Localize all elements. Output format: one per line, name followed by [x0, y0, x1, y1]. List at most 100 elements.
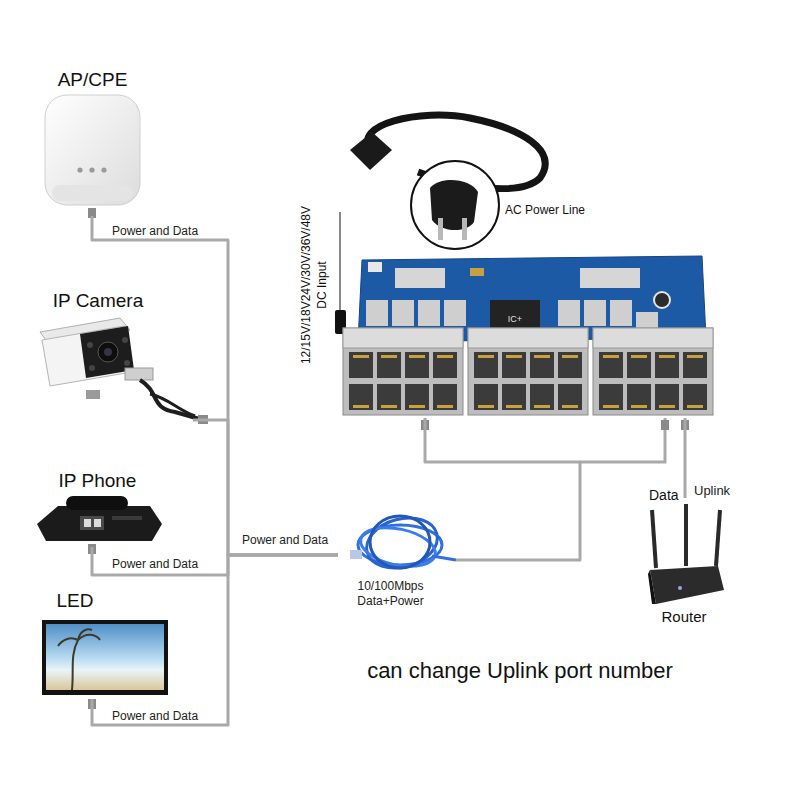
switch-board	[470, 268, 484, 276]
ap-device	[45, 95, 140, 205]
ip-phone	[37, 506, 162, 541]
node-label: AP/CPE	[40, 68, 145, 92]
wire-label: Power and Data	[242, 532, 342, 548]
ac-power-cord	[350, 115, 545, 249]
ip-camera	[104, 348, 112, 356]
wire-label: Data	[649, 486, 689, 505]
switch-board	[368, 262, 382, 272]
edge-label: Power and Data	[112, 557, 198, 571]
cable-connector	[92, 547, 338, 575]
node-label: IP Camera	[28, 289, 168, 313]
switch-board	[343, 328, 463, 415]
uplink-branch-wire	[681, 420, 689, 430]
uplink-branch-wire	[580, 418, 665, 462]
switch-board	[468, 328, 588, 415]
device-node: LED	[35, 587, 175, 699]
network-cable	[432, 556, 456, 560]
switch-board	[610, 300, 632, 326]
switch-board	[654, 292, 670, 308]
ip-camera	[150, 394, 195, 416]
switch-board	[366, 300, 388, 326]
ip-camera	[86, 390, 100, 399]
dc-input-label: 12/15V/18V24V/30V/36V/48V DC Input	[298, 198, 330, 373]
router	[648, 504, 724, 604]
node-label: LED	[35, 589, 115, 613]
switch-board	[558, 300, 580, 326]
network-cable	[350, 550, 362, 559]
uplink-branch-wire	[421, 418, 689, 462]
edge-label: Uplink	[694, 483, 730, 498]
ip-camera	[87, 342, 93, 348]
router	[650, 566, 724, 604]
diagram-caption: can change Uplink port number	[320, 658, 720, 684]
cable-node: 10/100Mbps Data+Power	[338, 515, 456, 615]
node-label: 10/100Mbps Data+Power	[338, 579, 443, 609]
switch-board	[580, 268, 640, 288]
ac-power-cord	[462, 218, 467, 240]
router	[716, 510, 720, 566]
ip-phone	[112, 516, 142, 520]
switch-board	[593, 328, 713, 415]
router	[684, 504, 688, 566]
network-cable	[370, 516, 430, 568]
edge-label: Power and Data	[112, 224, 198, 238]
led-monitor	[58, 629, 100, 690]
ip-phone	[66, 496, 128, 510]
node-label: IP Phone	[30, 469, 165, 493]
uplink-branch-wire	[421, 420, 429, 430]
ip-camera	[125, 368, 153, 380]
device-node: IP Camera	[28, 287, 193, 433]
switch-board	[444, 300, 466, 326]
router	[652, 510, 656, 568]
cable-connector	[684, 418, 687, 498]
ip-camera	[89, 365, 95, 371]
edge-label: Power and Data	[112, 709, 198, 723]
led-monitor	[88, 699, 96, 709]
chip-marking: IC+	[495, 314, 535, 325]
switch-board	[584, 300, 606, 326]
node-label: Router	[640, 607, 728, 626]
router-node: Router	[640, 498, 732, 628]
device-node: AP/CPE	[40, 64, 150, 216]
dc-input-leader	[340, 212, 341, 312]
led-monitor	[42, 620, 168, 695]
ap-device	[45, 95, 140, 218]
network-cable	[350, 511, 456, 576]
switch-board	[392, 300, 414, 326]
ap-device	[101, 167, 106, 172]
uplink-branch-wire	[661, 420, 669, 430]
ip-phone	[94, 519, 101, 527]
router	[648, 570, 656, 604]
ip-camera	[124, 360, 130, 366]
ap-device	[88, 208, 96, 218]
switch-board	[418, 300, 440, 326]
switch-board	[343, 256, 713, 415]
ip-phone	[88, 544, 96, 554]
ac-power-cord	[350, 132, 392, 170]
cable-connector	[425, 418, 580, 560]
ip-phone	[84, 519, 91, 527]
cable-connector	[92, 555, 338, 725]
led-monitor	[46, 624, 164, 690]
led-monitor	[42, 620, 168, 709]
ip-phone	[80, 516, 104, 530]
ac-power-cord	[430, 180, 478, 230]
switch-board: IC+	[340, 250, 712, 418]
ac-power-cord	[411, 161, 499, 249]
router	[678, 586, 682, 590]
ap-device	[89, 167, 94, 172]
ac-power-cord	[438, 218, 443, 240]
dc-input-leader	[335, 212, 346, 334]
switch-board	[395, 268, 445, 288]
ip-phone	[37, 496, 162, 554]
callout-label: AC Power Line	[505, 202, 625, 218]
ip-camera	[98, 342, 118, 362]
device-node: IP Phone	[30, 467, 165, 547]
ip-camera	[198, 415, 208, 424]
ap-device	[77, 167, 82, 172]
ip-camera	[140, 380, 203, 420]
ip-camera	[122, 337, 128, 343]
ip-camera	[40, 318, 208, 424]
